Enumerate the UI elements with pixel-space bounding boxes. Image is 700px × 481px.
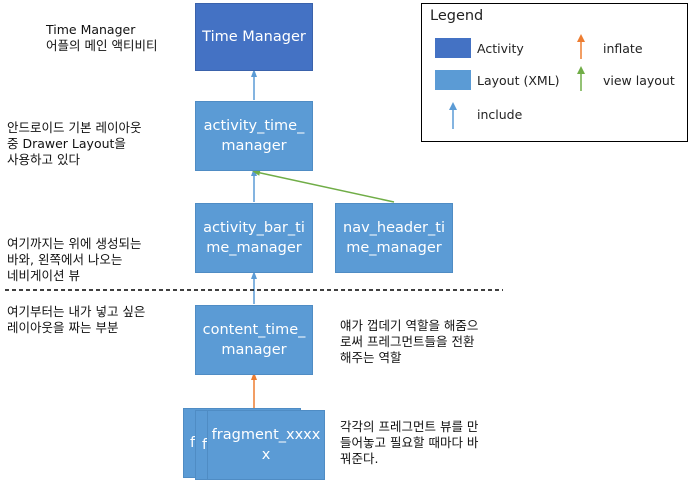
node-activity-bar-time-manager: activity_bar_ti me_manager xyxy=(195,203,313,273)
legend-include-arrow-icon xyxy=(449,102,457,129)
note-drawer-layout: 안드로이드 기본 레이아웃 중 Drawer Layout을 사용하고 있다 xyxy=(7,120,142,167)
node-activity-time-manager: activity_time_ manager xyxy=(195,101,313,171)
legend-activity-swatch xyxy=(435,38,471,58)
node-nav-header-time-manager: nav_header_ti me_manager xyxy=(335,203,453,273)
node-content-time-manager: content_time_ manager xyxy=(195,305,313,375)
note-content-role: 얘가 껍데기 역할을 해줌으 로써 프레그먼트들을 전환 해주는 역할 xyxy=(340,318,479,365)
legend-view-layout-label: view layout xyxy=(603,73,675,88)
legend-activity-label: Activity xyxy=(477,41,524,56)
node-fragment-xxxxx: fragment_xxxx x xyxy=(207,410,325,480)
legend-view-layout-arrow-icon xyxy=(577,66,585,91)
node-time-manager: Time Manager xyxy=(195,3,313,71)
view-layout-arrow-nav-header-to-activity-time-manager xyxy=(252,169,395,203)
note-fragment-role: 각각의 프레그먼트 뷰를 만 들어놓고 필요할 때마다 바 꿔준다. xyxy=(340,419,479,466)
legend-title: Legend xyxy=(430,8,484,24)
legend-include-label: include xyxy=(477,107,523,122)
note-time-manager: Time Manager 어플의 메인 액티비티 xyxy=(46,22,158,53)
legend-inflate-arrow-icon xyxy=(577,34,585,59)
legend-inflate-label: inflate xyxy=(603,41,643,56)
note-navigation-view: 여기까지는 위에 생성되는 바와, 왼쪽에서 나오는 네비게이션 뷰 xyxy=(7,236,142,283)
note-content-area: 여기부터는 내가 넣고 싶은 레이아웃을 짜는 부분 xyxy=(7,304,146,335)
legend: Legend Activity Layout (XML) inflate vie… xyxy=(421,3,688,142)
legend-layout-label: Layout (XML) xyxy=(477,73,560,88)
legend-layout-swatch xyxy=(435,70,471,90)
